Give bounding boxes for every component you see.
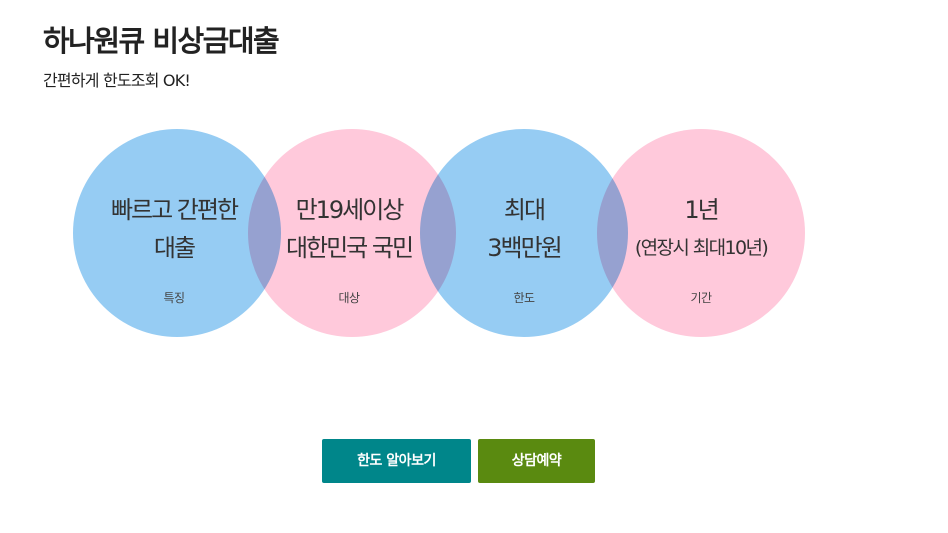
feature-characteristic-caption: 특징 bbox=[163, 291, 185, 305]
consult-reservation-button[interactable]: 상담예약 bbox=[478, 439, 595, 483]
feature-circle-period bbox=[597, 129, 805, 337]
feature-circle-characteristic bbox=[73, 129, 281, 337]
page-title: 하나원큐 비상금대출 bbox=[43, 24, 280, 58]
feature-period-line-2: (연장시 최대10년) bbox=[634, 237, 769, 259]
feature-eligibility-line-1: 만19세이상 bbox=[295, 196, 405, 224]
feature-period-line-1: 1년 bbox=[684, 196, 719, 224]
feature-characteristic-line-2: 대출 bbox=[153, 234, 196, 262]
feature-limit-line-1: 최대 bbox=[503, 196, 546, 224]
feature-period-caption: 기간 bbox=[690, 291, 712, 305]
feature-limit: 최대 3백만원 한도 bbox=[420, 129, 628, 337]
feature-limit-line-2: 3백만원 bbox=[487, 234, 563, 262]
feature-limit-caption: 한도 bbox=[513, 291, 535, 305]
limit-check-button[interactable]: 한도 알아보기 bbox=[322, 439, 471, 483]
page-subtitle: 간편하게 한도조회 OK! bbox=[43, 71, 191, 90]
feature-circle-limit bbox=[420, 129, 628, 337]
feature-eligibility-line-2: 대한민국 국민 bbox=[285, 234, 414, 262]
feature-characteristic-line-1: 빠르고 간편한 bbox=[110, 196, 239, 224]
feature-eligibility-caption: 대상 bbox=[338, 291, 360, 305]
feature-eligibility: 만19세이상 대한민국 국민 대상 bbox=[245, 129, 453, 337]
feature-period: 1년 (연장시 최대10년) 기간 bbox=[597, 129, 805, 337]
feature-characteristic: 빠르고 간편한 대출 특징 bbox=[70, 129, 278, 337]
